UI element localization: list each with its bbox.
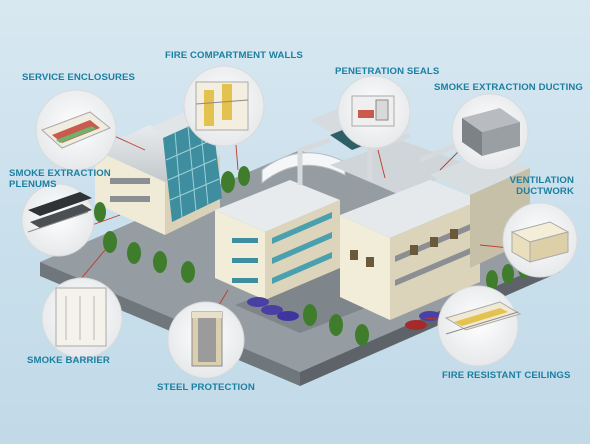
ventilation-ductwork-detail xyxy=(502,202,578,278)
label-ventilation-ductwork-line2: DUCTWORK xyxy=(516,186,574,197)
label-service-enclosures: SERVICE ENCLOSURES xyxy=(22,72,136,83)
steel-protection-detail xyxy=(167,301,245,379)
trees xyxy=(94,166,530,346)
label-smoke-extraction-plenums-line2: PLENUMS xyxy=(9,179,57,190)
leader-lines xyxy=(79,134,511,321)
main-building-block xyxy=(215,152,346,300)
parked-cars xyxy=(247,297,441,330)
label-smoke-extraction-plenums-line1: SMOKE EXTRACTION xyxy=(9,168,111,179)
penetration-seals-detail xyxy=(337,75,411,149)
fire-resistant-ceilings-detail xyxy=(437,285,522,367)
label-smoke-extraction-ducting: SMOKE EXTRACTION DUCTING xyxy=(434,82,583,93)
label-steel-protection: STEEL PROTECTION xyxy=(157,382,255,393)
label-penetration-seals: PENETRATION SEALS xyxy=(335,66,440,77)
label-fire-resistant-ceilings: FIRE RESISTANT CEILINGS xyxy=(442,370,571,381)
smoke-extraction-ducting-detail xyxy=(451,93,529,171)
fire-compartment-walls-detail xyxy=(183,65,265,147)
service-enclosures-detail xyxy=(35,89,117,171)
smoke-extraction-plenums-detail xyxy=(21,183,95,257)
smoke-barrier-detail xyxy=(41,277,123,359)
label-fire-compartment-walls: FIRE COMPARTMENT WALLS xyxy=(165,50,303,61)
label-ventilation-ductwork-line1: VENTILATION xyxy=(509,175,574,186)
label-smoke-barrier: SMOKE BARRIER xyxy=(27,355,110,366)
